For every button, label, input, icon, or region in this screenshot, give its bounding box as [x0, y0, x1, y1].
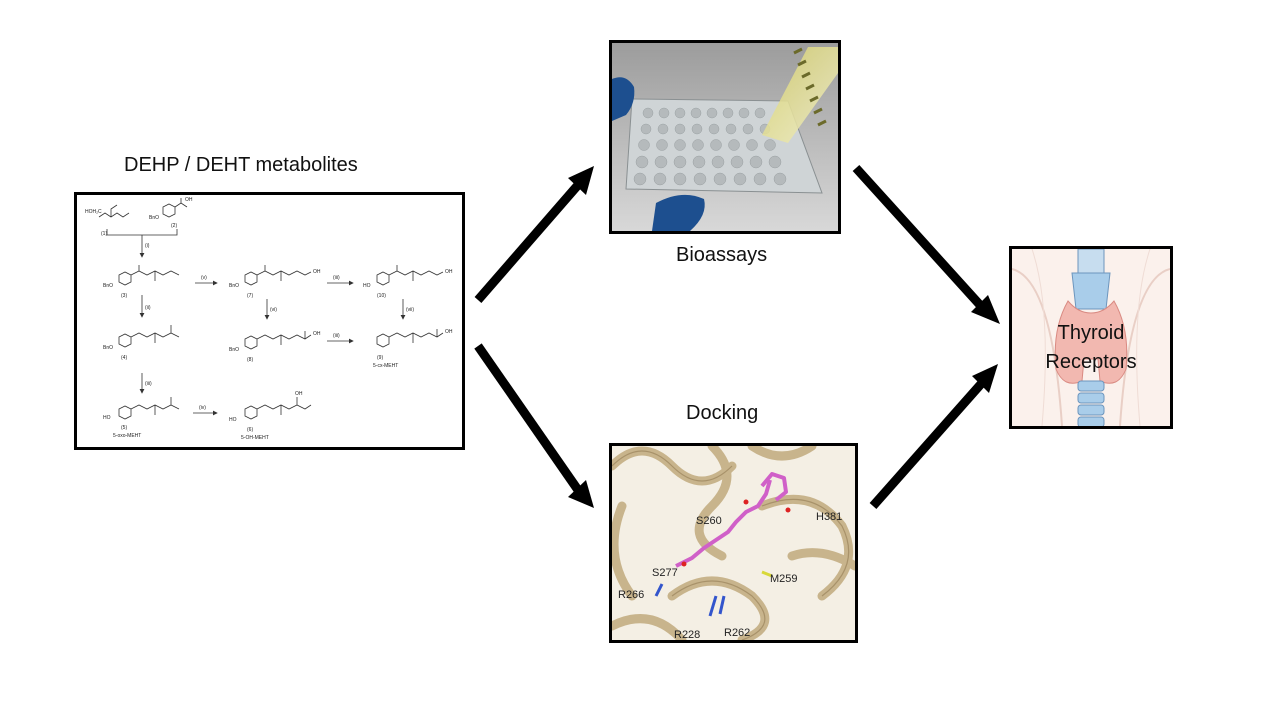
compound-name-5-cx-meht: 5-cx-MEHT — [373, 363, 398, 369]
arrowhead-1 — [568, 166, 594, 195]
compound-label-4: (4) — [121, 355, 127, 361]
bioassays-photo — [609, 40, 841, 234]
thyroid-receptors-panel: Thyroid Receptors — [1009, 246, 1173, 429]
svg-text:OH: OH — [185, 197, 193, 203]
residue-h381: H381 — [816, 511, 842, 523]
metabolites-title: DEHP / DEHT metabolites — [124, 154, 358, 176]
compound-name-5-oh-meht: 5-OH-MEHT — [241, 435, 269, 441]
docking-label: Docking — [686, 402, 759, 424]
compound-1-structure — [98, 204, 130, 218]
svg-text:BnO: BnO — [103, 283, 113, 289]
compound-label-5: (5) — [121, 425, 127, 431]
arrowhead-3 — [971, 295, 1000, 324]
oxygen-atoms — [681, 499, 791, 567]
svg-text:BnO: BnO — [229, 283, 239, 289]
step-label-v: (v) — [201, 275, 207, 281]
svg-text:HO: HO — [103, 415, 111, 421]
arrow-metabolites-to-bioassays — [474, 182, 582, 303]
compound-label-8: (8) — [247, 357, 253, 363]
svg-text:OH: OH — [313, 269, 321, 275]
compound-label-6: (6) — [247, 427, 253, 433]
metabolites-scheme-panel: HOH₂C BnO OH (1) (2) (i) BnO (3) (v) BnO… — [74, 192, 465, 450]
step-label-iv: (iv) — [199, 405, 206, 411]
residue-s277: S277 — [652, 567, 678, 579]
synthesis-scheme-diagram: HOH₂C BnO OH (1) (2) (i) BnO (3) (v) BnO… — [85, 197, 453, 441]
step-label-iii-b: (iii) — [333, 333, 340, 339]
step-label-vii: (vii) — [406, 307, 414, 313]
svg-text:BnO: BnO — [229, 347, 239, 353]
compound-label-3: (3) — [121, 293, 127, 299]
pipette-tips — [762, 47, 838, 143]
compound-name-5-oxo-meht: 5-oxo-MEHT — [113, 433, 141, 439]
compound-label-10: (10) — [377, 293, 386, 299]
thyroid-gland — [1054, 300, 1128, 384]
compound-label-2: (2) — [171, 223, 177, 229]
residue-m259: M259 — [770, 573, 798, 585]
svg-text:HO: HO — [229, 417, 237, 423]
gloved-hand-left — [612, 77, 635, 121]
compound-label-1: (1) — [101, 231, 107, 237]
compound-label-7: (7) — [247, 293, 253, 299]
svg-text:HO: HO — [363, 283, 371, 289]
gloved-hand-right — [652, 194, 705, 231]
arrowhead-4 — [972, 364, 998, 393]
svg-text:BnO: BnO — [103, 345, 113, 351]
larynx-cartilage — [1071, 272, 1111, 310]
residue-r228: R228 — [674, 629, 700, 640]
compound-2-ring — [162, 203, 176, 218]
residue-r262: R262 — [724, 627, 750, 639]
step-label-ii: (ii) — [145, 305, 151, 311]
arrow-docking-to-thyroid — [869, 381, 985, 509]
step-label-vi: (vi) — [270, 307, 277, 313]
docked-ligand — [675, 472, 788, 568]
svg-text:OH: OH — [313, 331, 321, 337]
compound-label-9: (9) — [377, 355, 383, 361]
step-label-iii-a: (iii) — [333, 275, 340, 281]
thyroid-label-line1: Thyroid — [1057, 322, 1125, 344]
arrowhead-2 — [568, 480, 594, 508]
step-label-i: (i) — [145, 243, 150, 249]
residue-r266: R266 — [618, 589, 644, 601]
thyroid-label-line2: Receptors — [1045, 351, 1137, 373]
group-label-hoh2c: HOH₂C — [85, 209, 102, 215]
step-label-iii-c: (iii) — [145, 381, 152, 387]
residue-s260: S260 — [696, 515, 722, 527]
svg-text:OH: OH — [295, 391, 303, 397]
arrow-bioassays-to-thyroid — [852, 164, 984, 309]
svg-text:OH: OH — [445, 329, 453, 335]
docking-image: S260 H381 S277 M259 R266 R228 R262 — [609, 443, 858, 643]
arginine-sidechains — [654, 583, 726, 617]
arrow-metabolites-to-docking — [474, 343, 582, 493]
svg-text:BnO: BnO — [149, 215, 159, 221]
trachea — [1077, 380, 1105, 426]
svg-text:OH: OH — [445, 269, 453, 275]
bioassays-label: Bioassays — [676, 244, 768, 266]
